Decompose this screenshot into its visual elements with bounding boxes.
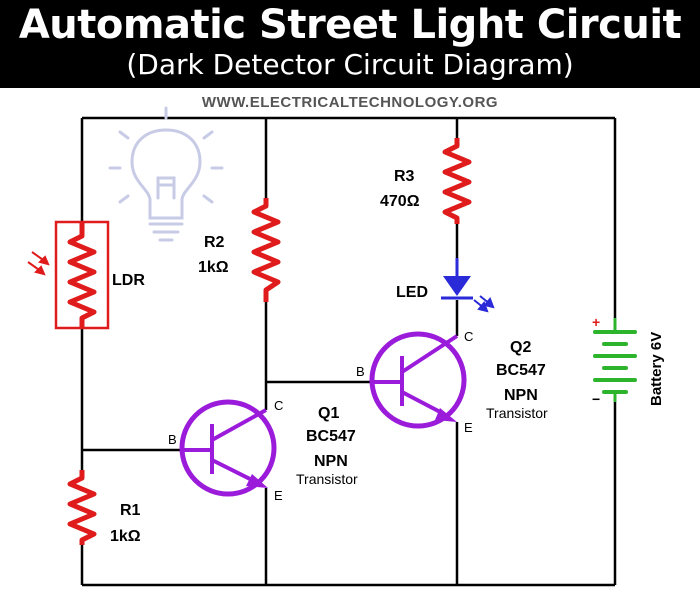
q2-pin-e: E [464,420,473,435]
q2-type: NPN [504,387,538,404]
q1-pin-c: C [274,398,283,413]
q1-emitter-arrow-icon [246,474,268,488]
light-arrows-icon [27,251,50,276]
r2-zigzag [251,198,281,302]
website-url: WWW.ELECTRICALTECHNOLOGY.ORG [201,94,499,111]
q1-pin-b: B [168,432,177,447]
battery-minus: − [592,391,600,407]
light-bulb-icon [108,106,224,242]
q1-pin-e: E [274,488,283,503]
r2-value: 1kΩ [198,259,229,276]
battery-label: Battery 6V [648,332,665,406]
ldr-component: LDR [27,220,145,330]
battery-component: + − Battery 6V [592,314,665,407]
title-banner: Automatic Street Light Circuit (Dark Det… [0,0,700,88]
q1-name: Q1 [318,405,339,422]
battery-plus: + [592,314,600,330]
r1-resistor: R1 1kΩ [67,470,141,545]
q2-desc: Transistor [486,405,548,421]
led-label: LED [396,284,428,301]
r1-zigzag [67,470,97,545]
r3-zigzag [442,138,472,224]
led-emission-arrows-icon [473,295,495,313]
q1-type: NPN [314,453,348,470]
r3-value: 470Ω [380,193,420,210]
q1-part: BC547 [306,428,356,445]
page-title: Automatic Street Light Circuit [18,2,682,48]
led-component: LED [396,258,495,313]
q2-pin-c: C [464,329,473,344]
ldr-label: LDR [112,272,145,289]
wires [80,116,617,587]
q2-name: Q2 [510,339,531,356]
r2-resistor: R2 1kΩ [198,198,281,302]
q2-emitter-arrow-icon [435,408,457,422]
q1-transistor: B C E Q1 BC547 NPN Transistor [168,398,358,503]
ldr-resistor-zigzag [67,222,97,328]
r3-name: R3 [394,168,415,185]
q2-transistor: B C E Q2 BC547 NPN Transistor [356,329,548,435]
r1-value: 1kΩ [110,528,141,545]
q2-pin-b: B [356,364,365,379]
led-triangle [443,276,471,296]
page-subtitle: (Dark Detector Circuit Diagram) [126,48,574,81]
r1-name: R1 [120,502,141,519]
q1-desc: Transistor [296,471,358,487]
r3-resistor: R3 470Ω [380,138,472,224]
r2-name: R2 [204,234,225,251]
q2-part: BC547 [496,362,546,379]
